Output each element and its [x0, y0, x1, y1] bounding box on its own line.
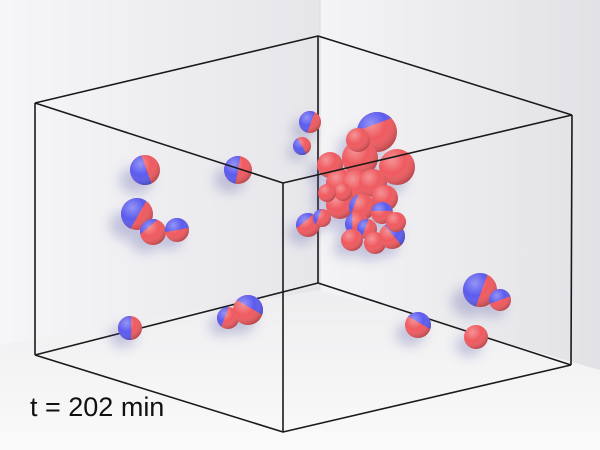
particle-shading [313, 209, 331, 227]
particle-shading [140, 219, 166, 245]
janus-particle [464, 325, 488, 349]
particle-shading [293, 137, 311, 155]
particle-shading [341, 229, 363, 251]
janus-particle [295, 107, 321, 137]
janus-particle [227, 289, 269, 325]
particle-shading [118, 316, 142, 340]
particle-shading [334, 183, 352, 201]
time-readout: t = 202 min [30, 392, 165, 422]
particle-shading [299, 111, 321, 133]
janus-particle [118, 316, 142, 340]
janus-particle [458, 268, 497, 312]
particle-shading [464, 325, 488, 349]
particle-shading [386, 212, 406, 232]
janus-particle [386, 212, 406, 232]
janus-particle [485, 285, 515, 311]
particle-shading [346, 128, 370, 152]
particle-shading [463, 273, 497, 307]
janus-particle [134, 213, 169, 245]
box-front-edges [34, 102, 573, 433]
particle-shading [318, 184, 336, 202]
particle-shading [165, 218, 189, 242]
particle-shading [233, 295, 263, 325]
room-floor [0, 290, 600, 450]
janus-particle [400, 307, 436, 338]
janus-particle [341, 229, 363, 251]
janus-particle [310, 206, 331, 230]
particle-shading [405, 312, 431, 338]
back-wall-right [320, 0, 600, 370]
particle-shading [224, 156, 252, 184]
janus-particle [334, 183, 352, 201]
particle-shading [130, 155, 160, 185]
particle-shading [489, 289, 511, 311]
particle-cloud [115, 106, 515, 349]
janus-particle [346, 128, 370, 152]
janus-particle [318, 184, 336, 202]
janus-particle [125, 150, 160, 190]
